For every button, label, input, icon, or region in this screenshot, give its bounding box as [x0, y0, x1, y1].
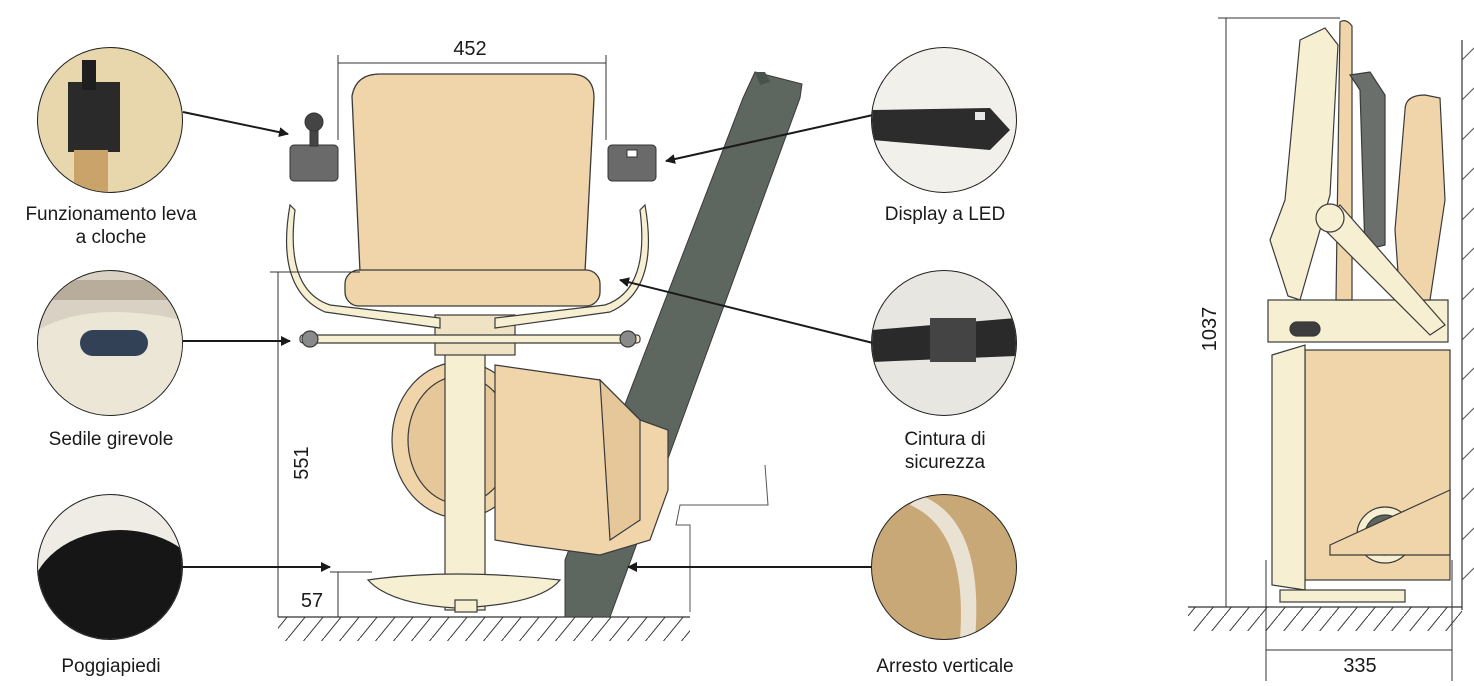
dimension-seat-width: 452: [453, 38, 487, 60]
front-view: [37, 47, 1017, 641]
seatbelt-label: Cintura di sicurezza: [840, 428, 1050, 474]
front-dimensions: [270, 55, 607, 617]
floor-hatch: [278, 616, 690, 641]
dimension-footrest-height: 57: [300, 590, 324, 612]
armrests: [285, 203, 650, 348]
side-view: [1188, 17, 1474, 681]
footrest: [366, 573, 562, 613]
detail-led-display: [871, 47, 1017, 193]
callout-arrows: [182, 111, 874, 572]
vertical-stop-label: Arresto verticale: [876, 656, 1014, 677]
seat: [344, 73, 601, 307]
detail-seatbelt: [871, 270, 1017, 416]
armrest-controls: [289, 112, 657, 182]
detail-footrest: [37, 494, 183, 640]
dimension-seat-height: 551: [291, 446, 313, 480]
swivel-seat-label: Sedile girevole: [48, 429, 174, 450]
detail-vertical-stop: [871, 494, 1017, 640]
seatbelt-label-line1: Cintura di: [904, 429, 986, 450]
joystick-label: Funzionamento leva a cloche: [0, 203, 222, 249]
footrest-label: Poggiapiedi: [61, 656, 161, 677]
stair-outline: [675, 464, 769, 612]
led-display-label: Display a LED: [884, 204, 1006, 225]
dimension-total-height: 1037: [1199, 306, 1221, 352]
dimension-depth-folded: 335: [1343, 655, 1377, 677]
joystick-label-line2: a cloche: [75, 227, 147, 248]
seatbelt-label-line2: sicurezza: [904, 452, 986, 473]
detail-swivel: [37, 270, 183, 416]
detail-joystick: [37, 47, 183, 193]
joystick-label-line1: Funzionamento leva: [25, 204, 197, 225]
